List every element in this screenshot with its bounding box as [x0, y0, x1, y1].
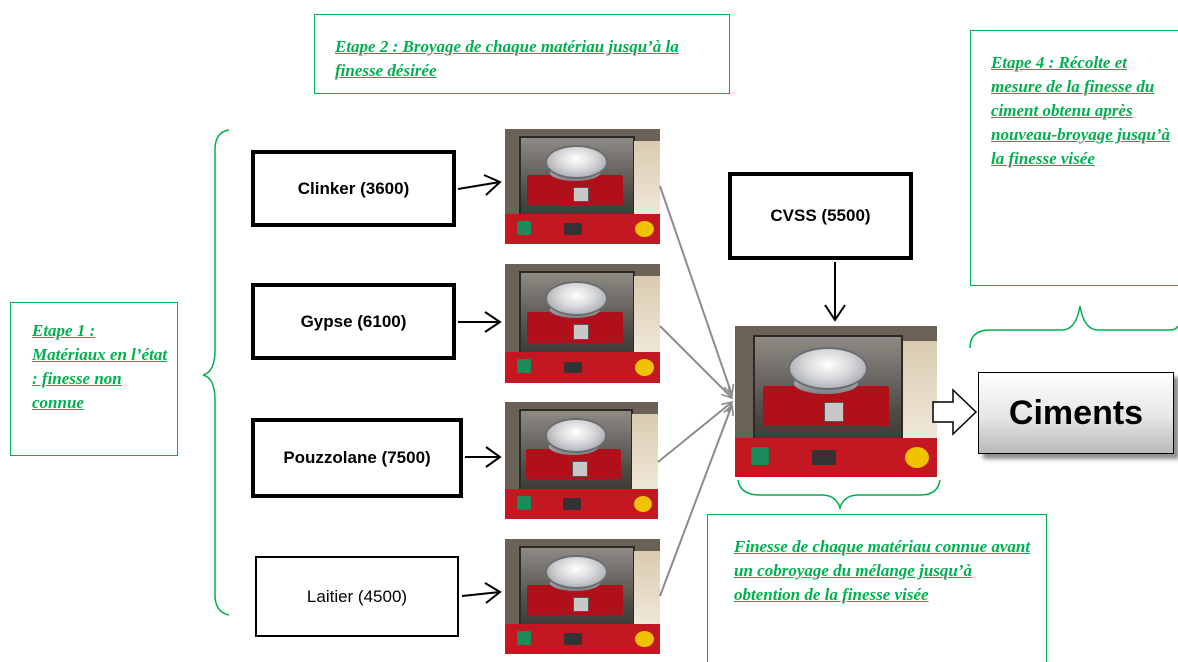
- output-arrow: [932, 388, 978, 436]
- mill-arrow: [659, 185, 732, 395]
- mill-arrow: [659, 325, 732, 398]
- step-1-text: Etape 1 : Matériaux en l’état : finesse …: [32, 321, 168, 412]
- material-label: Gypse (6100): [300, 311, 407, 331]
- material-label: Pouzzolane (7500): [283, 448, 431, 467]
- material-box-gypse: Gypse (6100): [251, 283, 456, 360]
- mill-image-final: [735, 326, 937, 477]
- additive-arrow: [824, 262, 846, 322]
- brace-bottom: [737, 479, 941, 511]
- mill-arrow: [659, 405, 732, 597]
- mill-image: [505, 539, 660, 654]
- mill-arrow: [657, 402, 732, 463]
- mill-image: [505, 129, 660, 244]
- output-box-ciments: Ciments: [978, 372, 1174, 454]
- step-2-note: Etape 2 : Broyage de chaque matériau jus…: [314, 14, 730, 94]
- material-label: Clinker (3600): [297, 178, 410, 198]
- material-arrow: [457, 174, 502, 196]
- output-label: Ciments: [1008, 393, 1144, 432]
- material-box-clinker: Clinker (3600): [251, 150, 456, 227]
- step-2-text: Etape 2 : Broyage de chaque matériau jus…: [335, 37, 679, 80]
- material-box-laitier: Laitier (4500): [255, 556, 459, 637]
- material-arrow: [465, 446, 502, 468]
- finesse-note: Finesse de chaque matériau connue avant …: [707, 514, 1047, 662]
- brace-materials: [202, 129, 230, 616]
- step-1-note: Etape 1 : Matériaux en l’état : finesse …: [10, 302, 178, 456]
- additive-box-cvss: CVSS (5500): [728, 172, 913, 260]
- material-arrow: [461, 582, 502, 604]
- mill-image: [505, 264, 660, 383]
- material-arrow: [458, 311, 502, 333]
- material-label: Laitier (4500): [306, 586, 408, 606]
- step-4-text: Etape 4 : Récolte et mesure de la finess…: [991, 53, 1170, 168]
- finesse-note-text: Finesse de chaque matériau connue avant …: [734, 537, 1031, 604]
- step-4-note: Etape 4 : Récolte et mesure de la finess…: [970, 30, 1178, 286]
- additive-label: CVSS (5500): [770, 206, 871, 225]
- brace-top-right: [969, 305, 1178, 349]
- mill-image: [505, 402, 658, 519]
- material-box-pouzzolane: Pouzzolane (7500): [251, 418, 463, 498]
